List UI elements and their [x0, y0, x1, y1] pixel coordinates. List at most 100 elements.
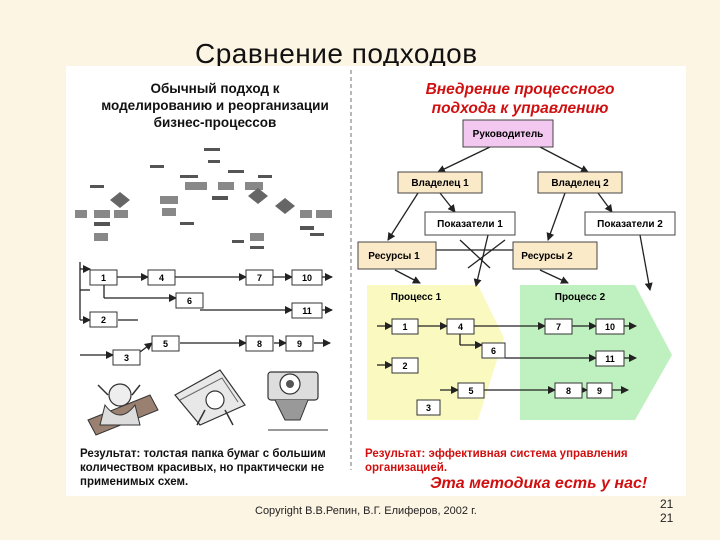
tiny-box [245, 182, 263, 190]
left-step-box [147, 269, 176, 286]
tiny-mark [208, 160, 220, 163]
left-heading-line-1: Обычный подход к [150, 81, 280, 96]
p1-step-label: 4 [458, 322, 463, 332]
right-boxes: Руководитель Владелец 1 Владелец 2 Показ… [357, 119, 676, 303]
metrics2-box [584, 211, 676, 236]
tiny-box [218, 182, 234, 190]
left-step-label: 4 [159, 273, 164, 283]
left-step-box [89, 311, 118, 328]
p1-step-box [391, 318, 419, 335]
p1-step-box [481, 342, 506, 359]
p1-step-box [446, 318, 475, 335]
p2-step-box [554, 382, 583, 399]
tiny-mark [180, 175, 198, 178]
tiny-box [162, 208, 176, 216]
left-step-label: 11 [302, 306, 312, 316]
right-process-areas [367, 285, 672, 420]
resources2-label: Ресурсы 2 [521, 251, 573, 262]
p2-step-box [595, 350, 625, 367]
slogan: Эта методика есть у нас! [430, 475, 648, 492]
left-step-boxes: 1 4 7 10 6 11 2 5 8 9 3 [89, 269, 323, 366]
tiny-mark [250, 246, 264, 249]
left-heading: Обычный подход к моделированию и реорган… [80, 80, 350, 131]
right-result-line-2: организацией. [365, 462, 448, 474]
resources2-box [512, 241, 598, 270]
owner1-label: Владелец 1 [411, 178, 469, 189]
left-step-box [151, 335, 180, 352]
right-heading: Внедрение процессного подхода к управлен… [370, 80, 670, 118]
left-heading-line-2: моделированию и реорганизации [101, 98, 329, 113]
left-step-label: 10 [302, 273, 312, 283]
tiny-box [94, 233, 108, 241]
p1-step-label: 6 [491, 346, 496, 356]
left-step-box [245, 335, 274, 352]
left-step-label: 6 [187, 296, 192, 306]
process1-label: Процесс 1 [391, 292, 442, 303]
clipart-figure-middle [174, 369, 246, 426]
tiny-box [94, 210, 110, 218]
slide-title: Сравнение подходов [195, 38, 478, 69]
left-step-box [245, 269, 274, 286]
metrics2-label: Показатели 2 [597, 219, 663, 230]
manager-label: Руководитель [473, 129, 544, 140]
left-step-box [291, 302, 323, 319]
left-step-label: 2 [101, 315, 106, 325]
tiny-box [250, 233, 264, 241]
page-number-top: 21 [660, 497, 674, 511]
tiny-mark [228, 170, 244, 173]
owner2-box [537, 171, 623, 194]
right-heading-line-2: подхода к управлению [431, 100, 609, 117]
left-step-label: 7 [257, 273, 262, 283]
tiny-box [185, 182, 207, 190]
left-step-label: 5 [163, 339, 168, 349]
left-step-box [175, 292, 204, 309]
p1-step-label: 3 [426, 403, 431, 413]
p1-step-label: 1 [402, 322, 407, 332]
tiny-box [316, 210, 332, 218]
p1-step-box [457, 382, 485, 399]
clipart-figure-right [267, 371, 328, 431]
tiny-box [160, 196, 178, 204]
tiny-box [114, 210, 128, 218]
process2-label: Процесс 2 [555, 292, 606, 303]
p2-step-box [586, 382, 613, 399]
tiny-mark [204, 148, 220, 151]
owner1-box [397, 171, 483, 194]
right-result-line-1: Результат: эффективная система управлени… [365, 448, 628, 460]
p2-step-label: 10 [605, 322, 615, 332]
tiny-mark [94, 222, 110, 226]
tiny-mark [232, 240, 244, 243]
tiny-box [300, 210, 312, 218]
resources1-box [357, 241, 437, 270]
tiny-diamond [248, 188, 268, 204]
p2-step-label: 8 [566, 386, 571, 396]
page-number-bottom: 21 [660, 511, 674, 525]
tiny-mark [212, 196, 228, 200]
tiny-diamond [275, 198, 295, 214]
p2-step-label: 7 [556, 322, 561, 332]
left-step-label: 9 [297, 339, 302, 349]
left-result-line-2: количеством красивых, но практически не [80, 462, 325, 474]
left-step-label: 1 [101, 273, 106, 283]
tiny-mark [90, 185, 104, 188]
owner2-label: Владелец 2 [551, 178, 609, 189]
copyright: Copyright В.В.Репин, В.Г. Елиферов, 2002… [255, 505, 477, 517]
p2-step-box [544, 318, 573, 335]
tiny-mark [300, 226, 314, 230]
left-result: Результат: толстая папка бумаг с большим… [80, 447, 350, 489]
right-heading-line-1: Внедрение процессного [425, 81, 615, 98]
tiny-diagram-cluster [75, 148, 332, 249]
metrics1-box [424, 211, 516, 236]
left-result-line-1: Результат: толстая папка бумаг с большим [80, 448, 326, 460]
p2-step-label: 9 [597, 386, 602, 396]
p1-step-box [391, 357, 419, 374]
tiny-mark [150, 165, 164, 168]
left-heading-line-3: бизнес-процессов [153, 115, 277, 130]
right-result: Результат: эффективная система управлени… [365, 447, 685, 475]
clipart-figure-left [87, 383, 159, 436]
tiny-mark [310, 233, 324, 236]
p2-step-box [595, 318, 625, 335]
left-step-box [285, 335, 314, 352]
left-step-label: 8 [257, 339, 262, 349]
metrics1-label: Показатели 1 [437, 219, 503, 230]
